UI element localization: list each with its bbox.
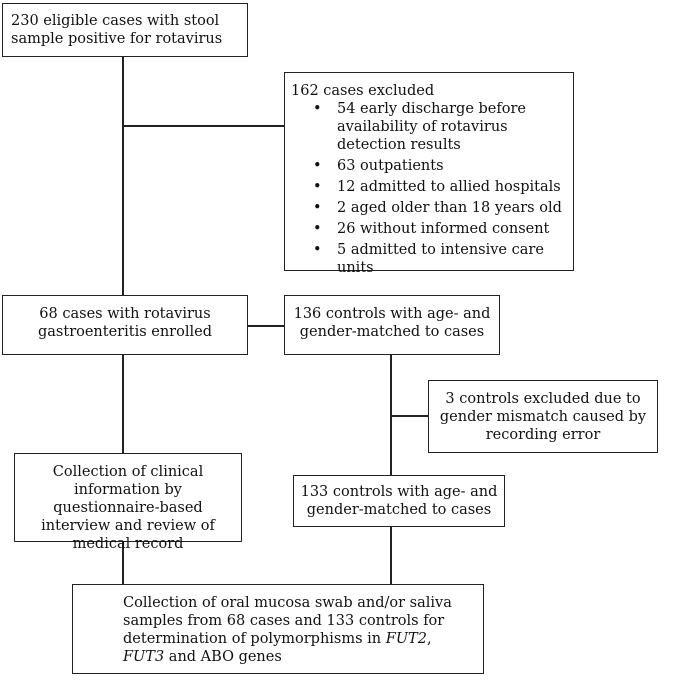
excluded-title: 162 cases excluded <box>291 83 435 99</box>
excluded-item: 2 aged older than 18 years old <box>291 199 569 217</box>
final-samples-text: Collection of oral mucosa swab and/or sa… <box>123 594 467 666</box>
controls-excluded-box: 3 controls excluded due to gender mismat… <box>428 380 658 453</box>
excluded-item: 63 outpatients <box>291 157 569 175</box>
clinical-info-box: Collection of clinical information by qu… <box>14 453 242 552</box>
connector-to-controls-excluded <box>390 415 428 417</box>
controls-136-box: 136 controls with age- and gender-matche… <box>284 295 500 355</box>
final-text-sep: , <box>426 631 432 647</box>
connector-cases-to-controls <box>248 325 284 327</box>
excluded-list: 54 early discharge before availability o… <box>291 100 569 277</box>
controls-133-text: 133 controls with age- and gender-matche… <box>300 484 498 518</box>
controls-excluded-text: 3 controls excluded due to gender mismat… <box>439 391 647 443</box>
controls-136-text: 136 controls with age- and gender-matche… <box>293 306 491 340</box>
excluded-item: 5 admitted to intensive care units <box>291 241 569 277</box>
excluded-item: 26 without informed consent <box>291 220 569 238</box>
final-text-part2: and ABO genes <box>164 649 282 665</box>
eligible-cases-box: 230 eligible cases with stool sample pos… <box>2 3 248 57</box>
gene-fut3: FUT3 <box>123 649 165 665</box>
connector-eligible-to-cases <box>122 57 124 295</box>
connector-cases-to-clinical <box>122 355 124 453</box>
excluded-cases-box: 162 cases excluded 54 early discharge be… <box>284 72 574 276</box>
eligible-cases-text: 230 eligible cases with stool sample pos… <box>11 13 223 47</box>
gene-fut2: FUT2 <box>385 631 427 647</box>
final-samples-box: Collection of oral mucosa swab and/or sa… <box>72 584 484 674</box>
controls-133-box: 133 controls with age- and gender-matche… <box>293 475 505 527</box>
excluded-item: 54 early discharge before availability o… <box>291 100 569 154</box>
clinical-info-text: Collection of clinical information by qu… <box>41 464 215 552</box>
connector-to-excluded <box>122 125 284 127</box>
connector-controls133-to-final <box>390 527 392 584</box>
excluded-item: 12 admitted to allied hospitals <box>291 178 569 196</box>
final-text-part1: Collection of oral mucosa swab and/or sa… <box>123 595 452 647</box>
cases-enrolled-box: 68 cases with rotavirus gastroenteritis … <box>2 295 248 355</box>
cases-enrolled-text: 68 cases with rotavirus gastroenteritis … <box>38 306 212 340</box>
connector-clinical-to-final <box>122 542 124 584</box>
